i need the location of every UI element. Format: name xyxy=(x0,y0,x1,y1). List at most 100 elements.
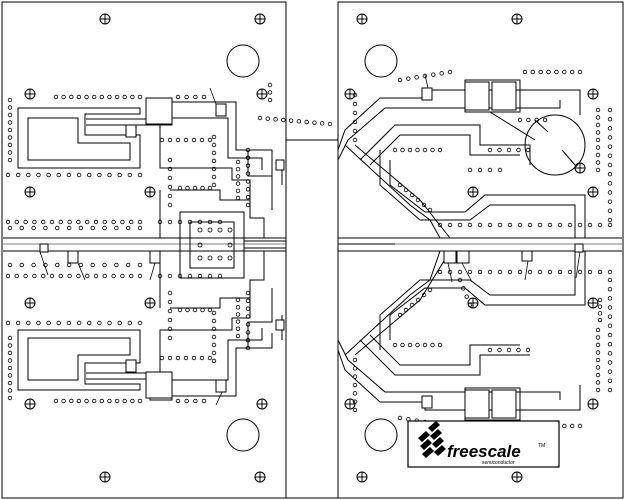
via xyxy=(76,320,82,326)
via xyxy=(547,222,553,228)
via xyxy=(69,94,74,100)
via xyxy=(14,273,19,279)
via xyxy=(607,296,613,301)
via xyxy=(201,94,207,100)
via xyxy=(607,135,613,140)
via xyxy=(76,219,81,225)
mounting-hole-icon xyxy=(574,162,586,174)
via xyxy=(415,297,421,303)
via xyxy=(23,219,28,225)
via xyxy=(184,398,189,404)
via xyxy=(352,382,358,388)
via xyxy=(90,225,95,231)
via xyxy=(199,355,205,361)
mounting-hole-icon xyxy=(24,186,36,198)
via xyxy=(7,135,13,140)
via xyxy=(597,269,603,275)
via xyxy=(197,219,203,225)
device-pin xyxy=(227,242,233,248)
via xyxy=(507,222,513,228)
via xyxy=(93,219,99,225)
via xyxy=(554,69,559,75)
via xyxy=(185,185,190,191)
mounting-hole-icon xyxy=(511,471,523,483)
via xyxy=(464,294,469,299)
via xyxy=(167,290,173,296)
via xyxy=(407,342,413,348)
via xyxy=(49,273,55,279)
via xyxy=(19,225,25,231)
via xyxy=(607,387,613,393)
via xyxy=(107,320,112,326)
via xyxy=(409,302,415,308)
via xyxy=(84,219,90,225)
via xyxy=(130,398,135,404)
via xyxy=(245,171,251,176)
via xyxy=(497,222,503,228)
via xyxy=(506,147,512,153)
via xyxy=(397,77,403,83)
via xyxy=(607,222,613,228)
via xyxy=(437,342,443,348)
large-hole xyxy=(364,44,398,78)
via xyxy=(517,222,523,228)
via xyxy=(431,72,436,77)
via xyxy=(607,360,613,365)
via xyxy=(457,222,463,228)
via xyxy=(607,332,613,338)
via xyxy=(546,69,551,75)
via xyxy=(192,307,198,313)
via xyxy=(245,155,251,161)
via xyxy=(84,94,89,100)
via xyxy=(7,358,13,363)
mounting-hole-icon xyxy=(256,88,268,100)
capacitor xyxy=(421,87,433,101)
via xyxy=(97,172,102,178)
via xyxy=(7,373,13,378)
via xyxy=(175,398,181,404)
via xyxy=(46,172,51,178)
via xyxy=(211,174,217,180)
via xyxy=(595,387,601,393)
via xyxy=(41,273,46,279)
capacitor xyxy=(464,389,490,419)
via xyxy=(477,167,483,173)
via xyxy=(43,262,48,268)
via xyxy=(525,347,531,353)
via xyxy=(607,305,613,310)
via xyxy=(595,327,601,333)
via xyxy=(23,273,28,279)
via xyxy=(177,273,183,279)
via xyxy=(352,101,358,107)
via xyxy=(76,398,82,404)
via xyxy=(527,222,533,228)
via xyxy=(597,222,603,228)
mounting-hole-icon xyxy=(24,297,36,309)
via xyxy=(607,286,613,292)
capacitor xyxy=(145,371,173,399)
via xyxy=(497,347,502,353)
via xyxy=(273,117,278,122)
via xyxy=(211,182,217,188)
via xyxy=(56,172,61,178)
via xyxy=(607,351,613,356)
via xyxy=(61,398,66,404)
via xyxy=(557,269,563,275)
via xyxy=(352,357,358,363)
mounting-hole-icon xyxy=(587,398,599,410)
via xyxy=(245,194,251,200)
via xyxy=(517,269,523,275)
via xyxy=(7,97,13,103)
via xyxy=(406,76,411,81)
via-rows xyxy=(5,69,613,429)
capacitor xyxy=(215,379,227,393)
via xyxy=(120,219,125,225)
via xyxy=(177,185,183,191)
via xyxy=(36,172,41,178)
via xyxy=(352,374,358,379)
via xyxy=(211,142,217,148)
via xyxy=(55,262,60,268)
via xyxy=(61,94,66,100)
via xyxy=(193,94,198,100)
